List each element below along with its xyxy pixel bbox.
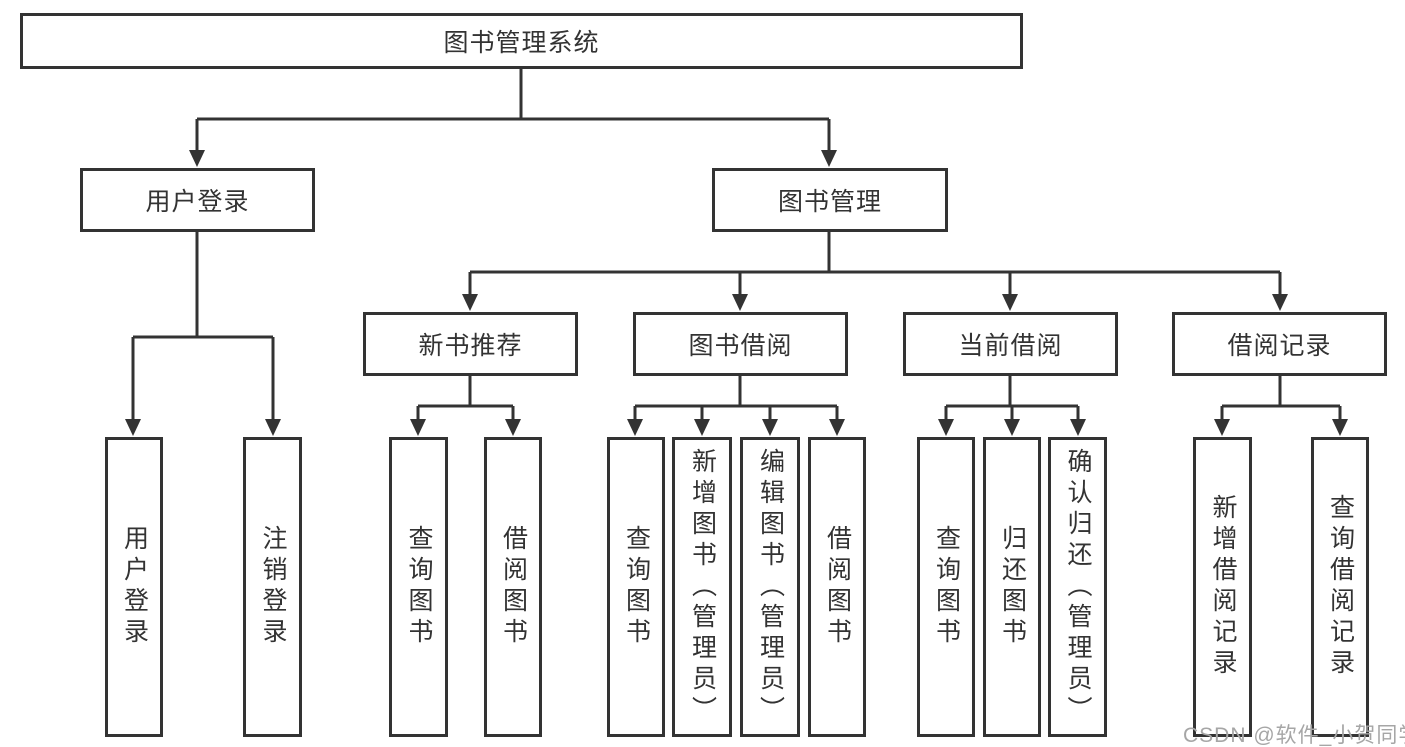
leaf-newbook-borrow-label: 借阅图书	[499, 525, 528, 649]
node-book-borrow: 图书借阅	[633, 312, 848, 376]
leaf-current-return: 归还图书	[983, 437, 1041, 737]
leaf-records-query: 查询借阅记录	[1311, 437, 1369, 737]
connector-book-borrow-children	[627, 376, 845, 436]
leaf-borrow-borrow-label: 借阅图书	[823, 525, 852, 649]
leaf-current-query: 查询图书	[917, 437, 975, 737]
watermark: CSDN @软件_小贺同学	[1183, 724, 1405, 747]
leaf-records-add: 新增借阅记录	[1193, 437, 1252, 737]
connector-root-to-level2	[189, 69, 837, 167]
leaf-current-confirm: 确认归还（管理员）	[1048, 437, 1107, 737]
leaf-records-add-label: 新增借阅记录	[1209, 494, 1237, 680]
leaf-user-login: 用户登录	[105, 437, 163, 737]
leaf-user-login-label: 用户登录	[120, 525, 149, 649]
leaf-borrow-query: 查询图书	[607, 437, 665, 737]
connector-current-borrow-children	[938, 376, 1086, 436]
leaf-current-confirm-label: 确认归还（管理员）	[1064, 447, 1092, 727]
leaf-borrow-add-label: 新增图书（管理员）	[688, 447, 717, 727]
connector-new-book-children	[410, 376, 521, 436]
node-current-borrow: 当前借阅	[903, 312, 1118, 376]
leaf-records-query-label: 查询借阅记录	[1326, 494, 1355, 680]
node-user-login: 用户登录	[80, 168, 315, 232]
leaf-borrow-borrow: 借阅图书	[808, 437, 866, 737]
leaf-current-return-label: 归还图书	[998, 525, 1027, 649]
node-root: 图书管理系统	[20, 13, 1023, 69]
node-new-book-recommend: 新书推荐	[363, 312, 578, 376]
node-book-management: 图书管理	[712, 168, 948, 232]
leaf-newbook-query-label: 查询图书	[405, 525, 433, 649]
leaf-current-query-label: 查询图书	[932, 525, 961, 649]
leaf-borrow-query-label: 查询图书	[622, 525, 651, 649]
leaf-borrow-add: 新增图书（管理员）	[672, 437, 732, 737]
leaf-newbook-query: 查询图书	[389, 437, 448, 737]
leaf-borrow-edit-label: 编辑图书（管理员）	[756, 447, 785, 727]
leaf-newbook-borrow: 借阅图书	[484, 437, 542, 737]
connector-borrow-records-children	[1214, 376, 1348, 436]
leaf-logout-label: 注销登录	[259, 525, 287, 649]
leaf-logout: 注销登录	[243, 437, 302, 737]
connector-user-login-children	[125, 232, 281, 436]
leaf-borrow-edit: 编辑图书（管理员）	[740, 437, 800, 737]
connector-book-management-children	[462, 232, 1288, 311]
node-borrow-records: 借阅记录	[1172, 312, 1387, 376]
